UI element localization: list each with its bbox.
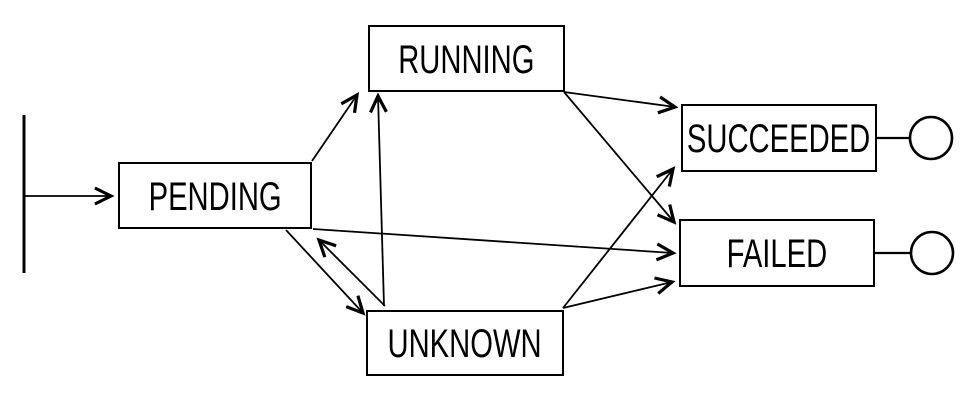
arrowhead-pending-to-running: [340, 92, 360, 114]
state-box-failed: FAILED: [679, 219, 875, 287]
state-label-succeeded: SUCCEEDED: [687, 117, 871, 161]
arrowhead-unknown-to-failed: [654, 276, 676, 295]
transition-running-to-failed: [563, 91, 675, 223]
arrowhead-unknown-to-succeeded: [656, 166, 676, 187]
arrowhead-start-to-pending: [94, 186, 115, 206]
transition-unknown-to-pending: [318, 239, 386, 307]
transition-pending-to-unknown: [285, 229, 364, 314]
final-state-circle-failed: [909, 230, 955, 276]
state-label-unknown: UNKNOWN: [387, 322, 543, 366]
state-box-unknown: UNKNOWN: [366, 310, 564, 376]
arrowhead-unknown-to-pending: [316, 237, 337, 258]
state-label-running: RUNNING: [398, 37, 535, 82]
state-label-pending: PENDING: [148, 174, 282, 219]
transition-unknown-to-failed: [562, 281, 673, 309]
transition-running-to-succeeded: [563, 91, 676, 108]
final-state-circle-succeeded: [908, 115, 954, 161]
arrowhead-unknown-to-running: [369, 92, 388, 114]
arrowhead-pending-to-failed: [655, 242, 677, 262]
state-box-running: RUNNING: [368, 25, 565, 92]
arrowhead-running-to-succeeded: [657, 95, 679, 115]
transition-unknown-to-succeeded: [562, 168, 674, 309]
state-label-failed: FAILED: [726, 232, 828, 276]
arrowhead-running-to-failed: [656, 204, 677, 225]
state-box-pending: PENDING: [118, 162, 312, 229]
arrowhead-pending-to-unknown: [345, 295, 366, 316]
state-box-succeeded: SUCCEEDED: [681, 104, 877, 172]
transition-unknown-to-running: [377, 95, 385, 307]
transition-pending-to-running: [311, 94, 358, 162]
transition-pending-to-failed: [312, 228, 674, 254]
